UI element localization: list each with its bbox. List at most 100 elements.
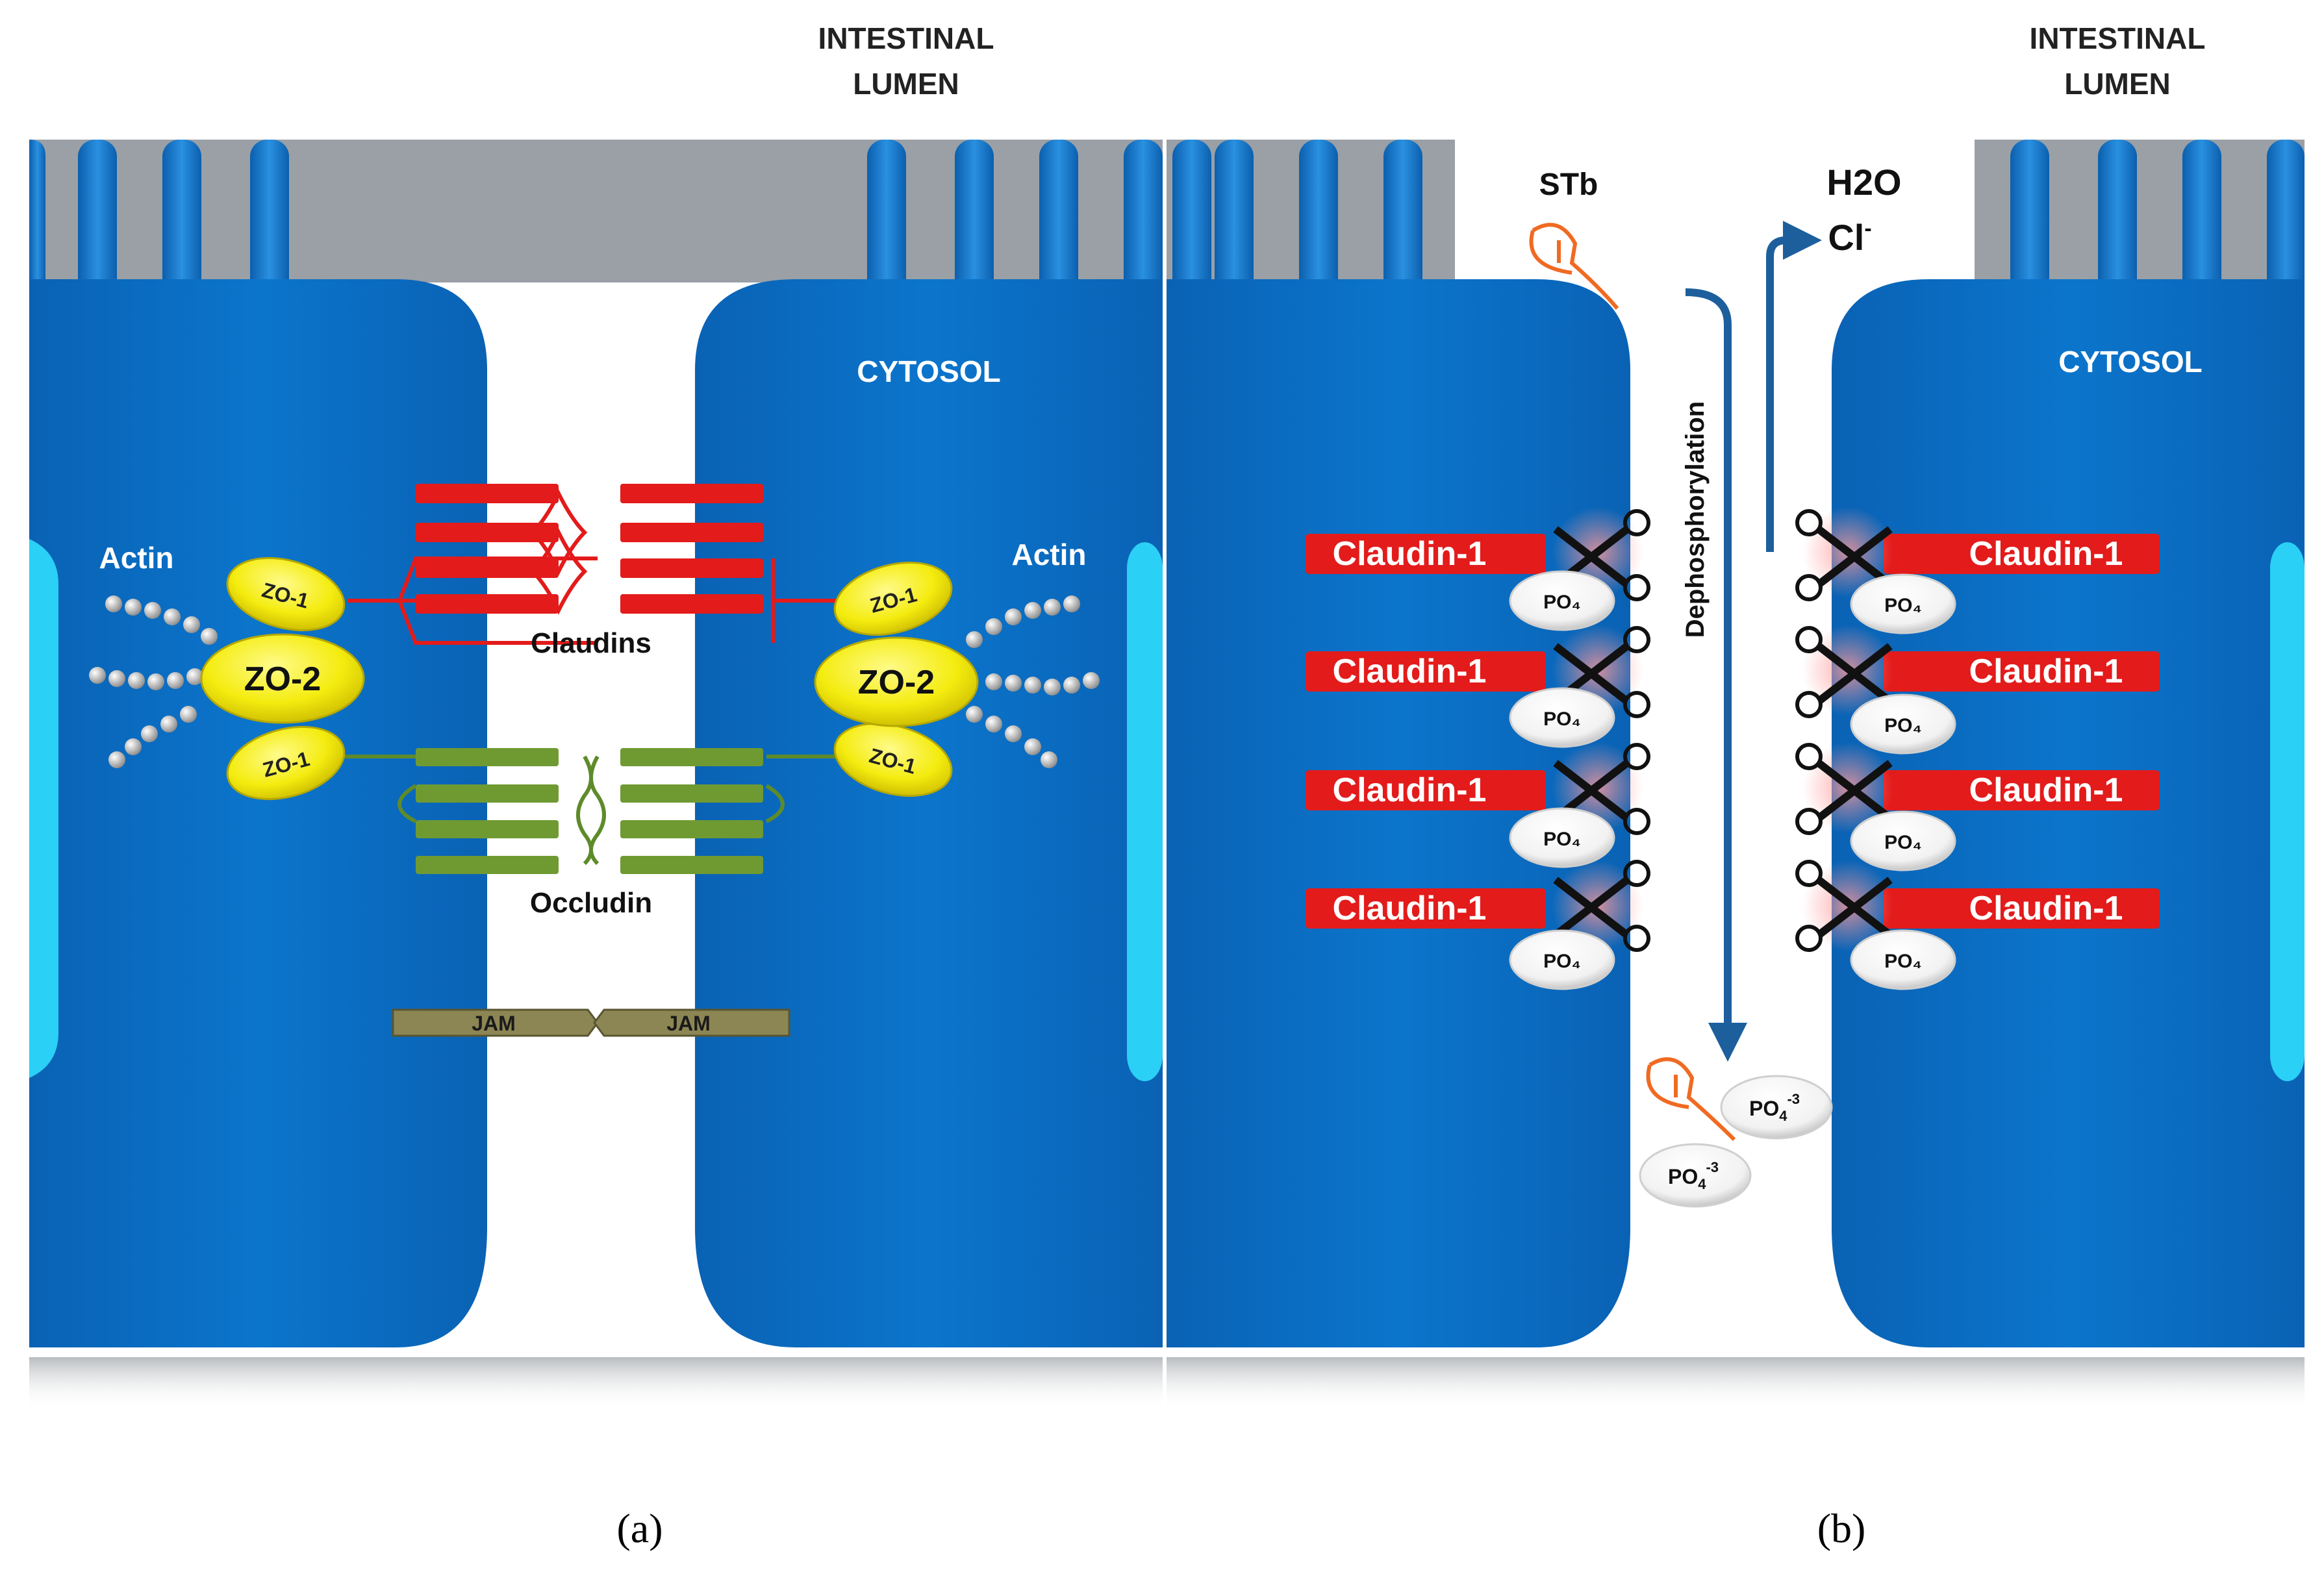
caption-a: (a) xyxy=(616,1505,663,1551)
po4-label: PO₄ xyxy=(1543,592,1581,613)
panel-b-bottom-shadow xyxy=(1167,1357,2305,1409)
claudin1-right-row-1: Claudin-1 PO₄ xyxy=(1795,507,2160,634)
occludin-bar xyxy=(416,784,559,803)
zo2-left-label: ZO-2 xyxy=(244,660,321,698)
occludin-bar xyxy=(416,820,559,838)
claudin1-left-row-1: Claudin-1 PO₄ xyxy=(1306,507,1650,631)
po4-ellipse xyxy=(1850,929,1956,990)
claudin1-left-row-4: Claudin-1 PO₄ xyxy=(1306,860,1650,990)
occludin-complex xyxy=(344,748,838,874)
scissors-icon xyxy=(1795,626,1893,718)
svg-text:PO4-3: PO4-3 xyxy=(1749,1091,1800,1124)
zo1-left-top: ZO-1 xyxy=(226,557,346,632)
svg-text:PO4-3: PO4-3 xyxy=(1668,1159,1719,1192)
occludin-bar xyxy=(620,748,763,766)
zo1-right-bottom: ZO-1 xyxy=(833,722,953,797)
free-phosphate-1: PO4-3 xyxy=(1720,1075,1833,1140)
panel-a: INTESTINAL LUMEN CYTOSOL Claudins xyxy=(29,21,1163,1409)
claudin-bar xyxy=(620,594,763,614)
claudin-bar xyxy=(416,484,559,503)
free-phosphate-2: PO4-3 xyxy=(1639,1143,1752,1208)
left-cell-body xyxy=(29,279,487,1347)
free-po4-base: PO xyxy=(1668,1165,1698,1188)
left-cell-membrane xyxy=(29,539,58,1078)
occludin-bar xyxy=(620,820,763,838)
actin-left-label: Actin xyxy=(99,541,174,575)
po4-label: PO₄ xyxy=(1884,951,1922,972)
microvilli-b-right-cell xyxy=(2010,140,2305,295)
scissors-icon xyxy=(1795,509,1893,601)
actin-right xyxy=(966,595,1100,768)
dephosphorylation-label: Dephosphorylation xyxy=(1681,401,1710,638)
claudin-bar xyxy=(416,558,559,578)
cytosol-label-a: CYTOSOL xyxy=(857,355,1001,388)
actin-right-label: Actin xyxy=(1012,538,1087,571)
claudin1-bar-label: Claudin-1 xyxy=(1969,653,2123,690)
microvilli-right-cell xyxy=(867,140,1163,295)
claudin-bar xyxy=(416,523,559,542)
occludin-bar xyxy=(620,856,763,874)
po4-ellipse xyxy=(1509,929,1615,990)
caption-b: (b) xyxy=(1817,1505,1866,1551)
panel-b: INTESTINAL LUMEN CYTOSOL STb H2O Cl- Dep… xyxy=(1167,21,2305,1409)
claudin1-bar xyxy=(1306,888,1546,929)
stb-label: STb xyxy=(1539,168,1598,202)
claudin1-bar xyxy=(1884,651,2160,692)
lumen-label-b-line1: INTESTINAL xyxy=(2030,21,2206,55)
free-po4-sub: 4 xyxy=(1698,1176,1706,1192)
microvilli-b-left-cell xyxy=(1172,140,1422,295)
claudins-label: Claudins xyxy=(531,627,651,659)
actin-left xyxy=(89,595,218,768)
claudin1-bar-label: Claudin-1 xyxy=(1969,771,2123,809)
po4-ellipse xyxy=(1850,810,1956,871)
zo2-right: ZO-2 xyxy=(814,636,979,727)
po4-label: PO₄ xyxy=(1543,829,1581,850)
po4-label: PO₄ xyxy=(1884,832,1922,853)
zo2-left: ZO-2 xyxy=(200,633,365,724)
po4-label: PO₄ xyxy=(1884,715,1922,736)
claudin1-bar xyxy=(1306,770,1546,810)
jam-right: JAM xyxy=(593,1008,790,1037)
jam-right-label: JAM xyxy=(666,1012,711,1035)
cl-label: Cl- xyxy=(1828,216,1871,258)
claudin1-right-row-4: Claudin-1 PO₄ xyxy=(1795,860,2160,990)
po4-label: PO₄ xyxy=(1543,708,1581,730)
po4-label: PO₄ xyxy=(1543,951,1581,972)
stb-toxin-top-icon xyxy=(1529,223,1619,310)
po4-ellipse xyxy=(1509,687,1615,748)
claudin1-right-row-2: Claudin-1 PO₄ xyxy=(1795,625,2160,755)
claudin1-left-row-3: Claudin-1 PO₄ xyxy=(1306,742,1650,868)
claudin1-bar-label: Claudin-1 xyxy=(1969,890,2123,927)
po4-ellipse xyxy=(1509,807,1615,868)
claudin1-right-row-3: Claudin-1 PO₄ xyxy=(1795,742,2160,871)
claudin1-bar xyxy=(1884,770,2160,810)
free-po4-sup: -3 xyxy=(1787,1091,1800,1107)
claudin-bar xyxy=(416,594,559,614)
occludin-label: Occludin xyxy=(530,887,652,919)
claudin-bar xyxy=(620,558,763,578)
claudin1-bar-label: Claudin-1 xyxy=(1333,535,1487,573)
occludin-bar xyxy=(416,856,559,874)
zo1-right-top: ZO-1 xyxy=(833,561,953,636)
h2o-label: H2O xyxy=(1826,162,1901,203)
po4-ellipse xyxy=(1509,570,1615,631)
claudin-bar xyxy=(620,484,763,503)
claudin1-bar-label: Claudin-1 xyxy=(1333,771,1487,809)
claudin1-bar xyxy=(1884,888,2160,929)
panel-b-gap-white xyxy=(1455,140,1975,282)
free-po4-base: PO xyxy=(1749,1097,1779,1120)
po4-ellipse xyxy=(1850,573,1956,634)
lumen-label-b-line2: LUMEN xyxy=(2064,67,2171,101)
scissors-icon xyxy=(1795,860,1893,952)
claudins-complex xyxy=(347,484,838,645)
claudin1-bar-label: Claudin-1 xyxy=(1333,653,1487,690)
lumen-label-a-line2: LUMEN xyxy=(853,67,959,101)
po4-label: PO₄ xyxy=(1884,595,1922,616)
efflux-arrow xyxy=(1766,221,1822,552)
cl-label-base: Cl xyxy=(1828,217,1864,258)
cytosol-label-b: CYTOSOL xyxy=(2058,345,2203,379)
right-cell-body xyxy=(695,279,1163,1347)
lumen-label-a-line1: INTESTINAL xyxy=(818,21,994,55)
occludin-bar xyxy=(416,748,559,766)
